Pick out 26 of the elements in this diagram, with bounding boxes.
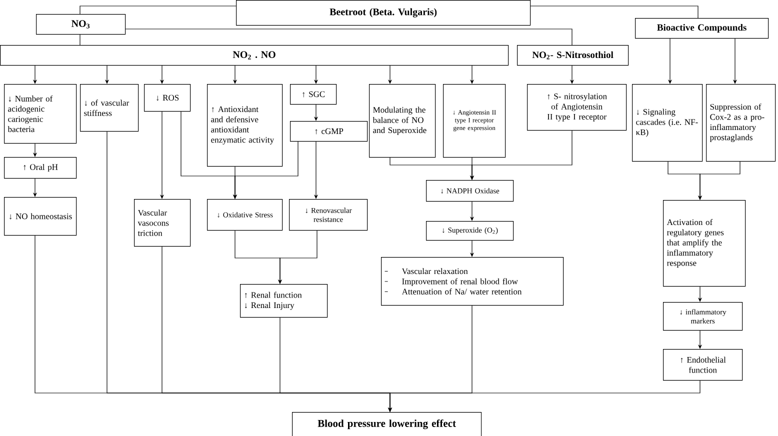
heading-box: NO$_{3}$ — [36, 14, 126, 35]
process-box: ↑ SGC — [290, 84, 337, 105]
process-box: Modulating the balance of NO and Superoxide — [369, 84, 436, 158]
connector-line — [530, 6, 698, 18]
connector-line — [125, 28, 572, 46]
band-box: NO$_{2}$ . NO — [0, 45, 509, 66]
process-box: ↓ NO homeostasis — [4, 197, 77, 236]
process-box: ↓ Number of acidogenic cariogenic bacteria — [4, 84, 77, 144]
process-box: Activation of regulatory genes that amplify the inflammatory response — [663, 200, 746, 287]
heading-box: Beetroot (Beta. Vulgaris) — [236, 0, 531, 26]
list-box: Vascular relaxation Improvement of renal blood flow Attenuation of Na/ water retention — [381, 257, 564, 306]
process-box: ↓ ROS — [144, 84, 191, 112]
process-box: Vascular vasocons triction — [134, 199, 191, 247]
heading-box: NO$_{2}$- S-Nitrosothiol — [517, 45, 629, 66]
process-box: ↓ of vascular stiffness — [80, 84, 139, 132]
connector-line — [80, 6, 236, 14]
process-box: ↑ cGMP — [290, 121, 368, 142]
process-box: Suppression of Cox-2 as a pro-inflammatory prostaglands — [706, 84, 776, 162]
process-box: ↑ Antioxidant and defensive antioxidant enzymatic activity — [207, 84, 283, 167]
process-box: ↑ Renal function ↓ Renal Injury — [240, 284, 328, 318]
process-box: ↑ Oral pH — [4, 157, 77, 179]
heading-box: Bioactive Compounds — [635, 18, 769, 39]
process-box: ↑ S- nitrosylation of Angiotensin II type I receptor — [527, 84, 627, 131]
result-box: Blood pressure lowering effect — [292, 412, 482, 436]
process-box: ↑ Endothelial function — [663, 349, 743, 381]
process-box: ↓ Signaling cascades (i.e. NF-κB) — [632, 84, 703, 162]
